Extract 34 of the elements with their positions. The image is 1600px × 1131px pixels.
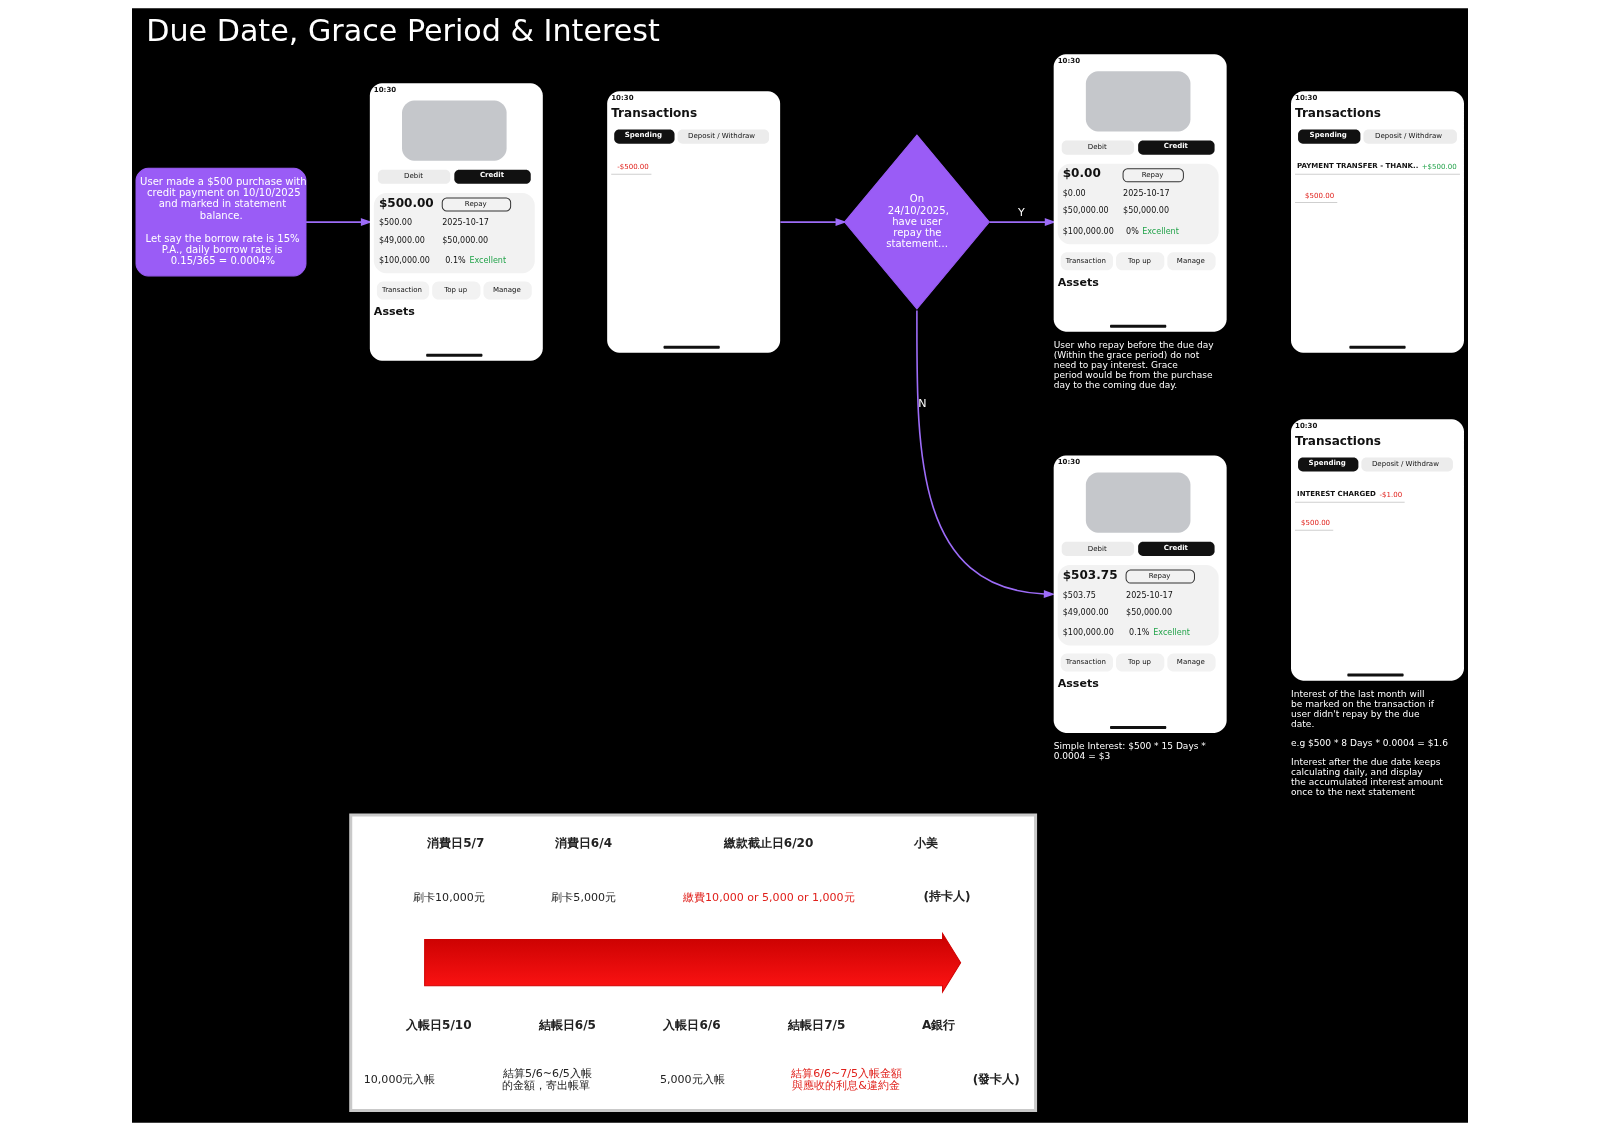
label: 消費日5/7	[427, 836, 485, 851]
label: 刷卡5,000元	[551, 891, 616, 905]
edge-label: Y	[1018, 205, 1025, 219]
label: 刷卡10,000元	[413, 891, 485, 905]
node-label: Interest of the last month will be marked on the transaction if user didn't repay by the due date.	[1291, 688, 1434, 730]
label: 10,000元入帳	[363, 1073, 436, 1087]
arrow	[988, 218, 1057, 227]
node-label: e.g $500 * 8 Days * 0.0004 = $1.6	[1291, 738, 1448, 749]
node-label: Simple Interest: $500 * 15 Days * 0.0004 = $3	[1053, 741, 1206, 762]
node-label: Interest after the due date keeps calculating daily, and display the accumulated interest amount once to the next statement	[1291, 757, 1443, 798]
diagram-title: Due Date, Grace Period & Interest	[146, 12, 660, 48]
edge-label: N	[918, 397, 927, 411]
arrow	[779, 218, 847, 227]
label: 結算5/6~6/5入帳的金額，寄出帳單	[502, 1067, 592, 1093]
arrow	[916, 309, 1056, 598]
label: 繳款截止日6/20	[723, 836, 814, 851]
label: 繳費10,000 or 5,000 or 1,000元	[683, 891, 855, 905]
node-arrow	[424, 931, 962, 994]
label: 消費日6/4	[554, 836, 613, 851]
label: 入帳日6/6	[663, 1018, 721, 1033]
label: (持卡人)	[923, 889, 971, 904]
label: 結帳日6/5	[538, 1018, 596, 1033]
label: 小美	[914, 836, 939, 851]
label: 結算6/6~7/5入帳金額與應收的利息&違約金	[791, 1067, 903, 1093]
label: A銀行	[921, 1018, 956, 1033]
node-diamond: On 24/10/2025, have user repay the statement…	[843, 134, 990, 310]
cluster	[349, 813, 1038, 1113]
label: 結帳日7/5	[788, 1018, 846, 1033]
node-box: User made a $500 purchase with credit payment on 10/10/2025 and marked in statement balance. Let say the borrow rate is 15% P.A., daily borrow rate is 0.15/365 = 0.0004%	[135, 167, 307, 277]
label: (發卡人)	[972, 1071, 1020, 1086]
label: 入帳日5/10	[406, 1018, 472, 1033]
label: 5,000元入帳	[659, 1073, 725, 1087]
node-label: User who repay before the due day (Within the grace period) do not need to pay interest. Grace period would be from the purchase day to the coming due day.	[1053, 339, 1214, 391]
arrow	[305, 218, 373, 227]
